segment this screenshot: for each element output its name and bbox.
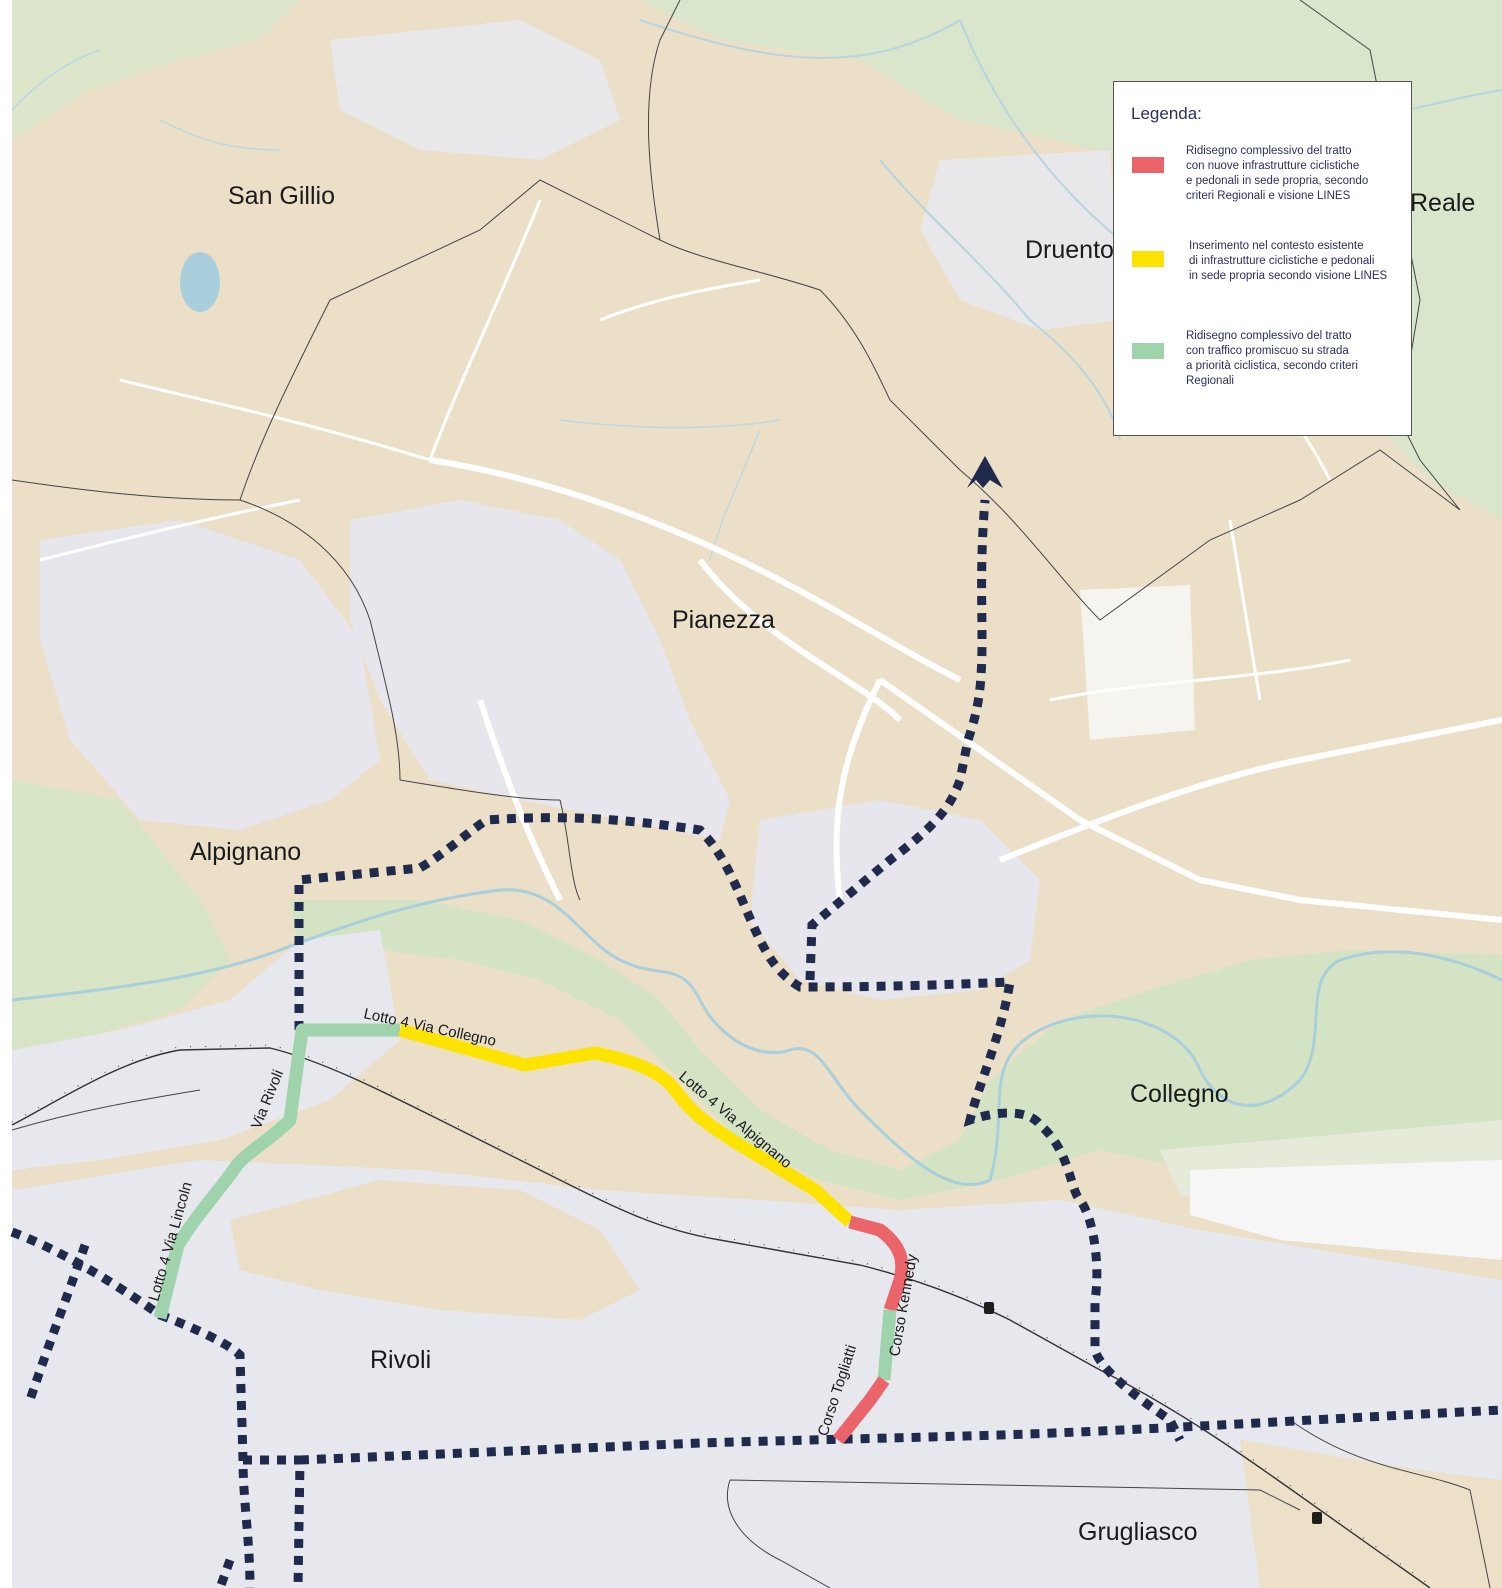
route-green-corso-kennedy [877, 1309, 897, 1381]
legend-swatch-green [1132, 343, 1164, 359]
dashed-route-pianezza-loop [294, 813, 1185, 1443]
farmland-rivoli [230, 1180, 640, 1320]
railway [11, 1047, 1431, 1588]
legend-title: Legenda: [1131, 104, 1202, 123]
town-pianezza: Pianezza [672, 606, 775, 634]
legend-swatch-yellow [1132, 251, 1164, 267]
white-area-collegno [1190, 1160, 1502, 1260]
stream-west [11, 49, 281, 151]
legend-box: Legenda: Ridisegno complessivo del tratt… [1113, 81, 1412, 436]
legend-text-red: Ridisegno complessivo del tratto con nuo… [1186, 145, 1369, 202]
river-dora [11, 888, 1502, 1187]
town-grugliasco: Grugliasco [1078, 1518, 1198, 1546]
urban-collegno-north [750, 800, 1040, 1000]
lake-san-gillio [180, 252, 220, 312]
route-yellow-via-collegno-alpignano [398, 1023, 855, 1227]
urban-pianezza [350, 500, 730, 840]
urban-san-gillio [330, 20, 620, 160]
left-margin [0, 0, 12, 1588]
park-west [12, 780, 230, 1060]
route-red-corso-kennedy-north [848, 1215, 909, 1313]
dashed-route-west [25, 1243, 235, 1588]
white-area-pianezza-east [1080, 585, 1195, 740]
dashed-route-pianezza-north [805, 499, 990, 981]
dashed-route-network [10, 499, 1502, 1588]
town-druento: Druento [1025, 236, 1114, 264]
route-arrowhead-icon [967, 456, 1003, 488]
urban-alpignano [40, 520, 380, 830]
urban-druento [920, 150, 1120, 330]
town-collegno: Collegno [1130, 1080, 1229, 1108]
park-northwest [12, 0, 300, 140]
town-san-gillio: San Gillio [228, 182, 335, 210]
route-green-via-rivoli-lincoln [153, 1023, 400, 1320]
river-ceronda [879, 159, 1121, 441]
legend-text-yellow: Inserimento nel contesto esistente di in… [1189, 240, 1388, 282]
farmland-grugliasco [1240, 1440, 1502, 1588]
town-rivoli: Rivoli [370, 1346, 431, 1374]
town-reale: Reale [1410, 189, 1475, 217]
route-red-corso-togliatti [832, 1376, 890, 1445]
town-alpignano: Alpignano [190, 838, 301, 866]
main-roads [429, 457, 1502, 923]
legend-swatch-red [1132, 157, 1164, 173]
train-station-icon [984, 1302, 1322, 1524]
legend-text-green: Ridisegno complessivo del tratto con tra… [1186, 330, 1358, 387]
